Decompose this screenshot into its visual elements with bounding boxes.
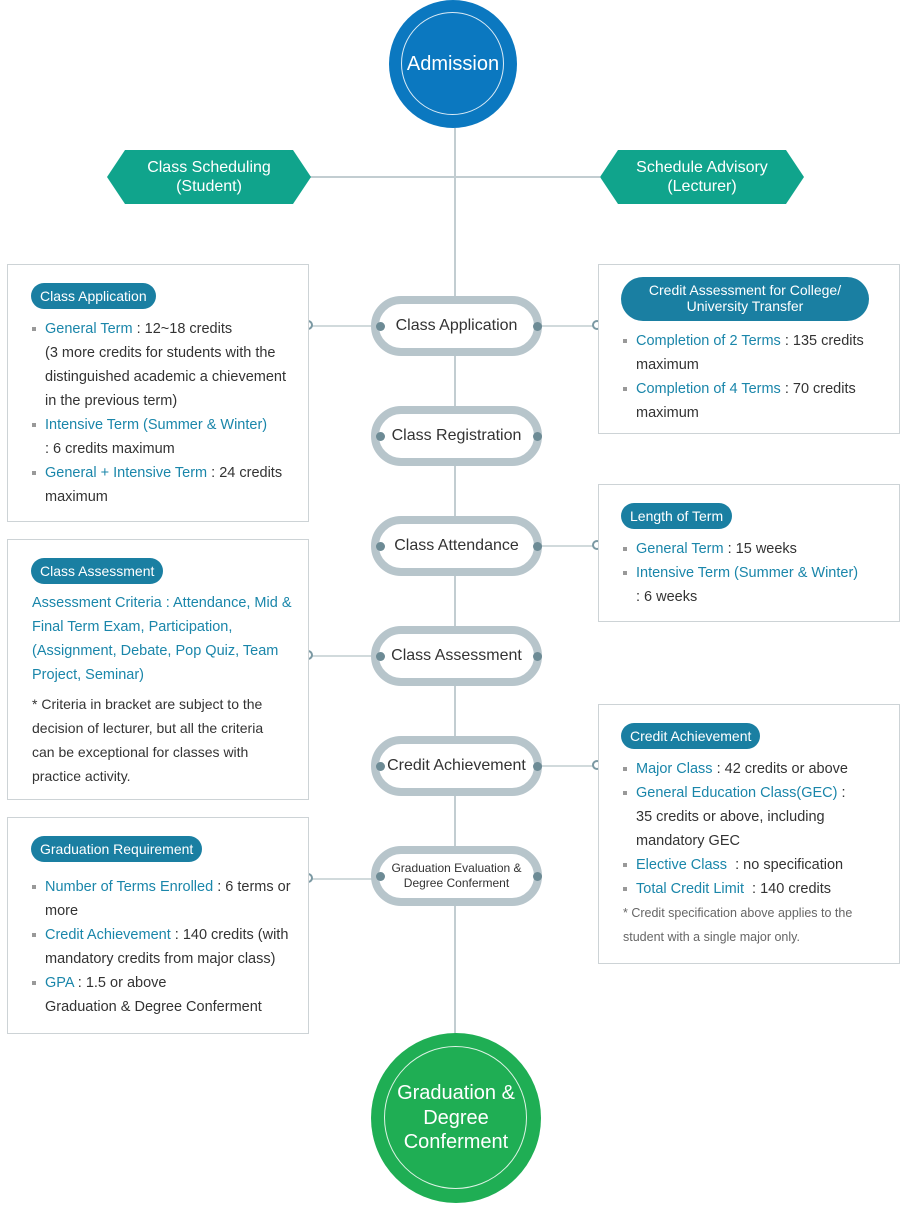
step-credit-achievement: Credit Achievement <box>371 736 542 796</box>
length-of-term-box: Length of Term General Term : 15 weeks I… <box>598 484 900 622</box>
step-class-attendance: Class Attendance <box>371 516 542 576</box>
item-text: : no specification <box>727 857 844 873</box>
item-text: : 6 weeks <box>636 589 698 605</box>
item-label: General + Intensive Term <box>45 465 208 481</box>
class-application-content: General Term : 12~18 credits (3 more cre… <box>32 317 294 509</box>
item-label: Intensive Term (Summer & Winter) <box>45 417 268 433</box>
step-label: Class Application <box>395 317 518 334</box>
schedule-advisory-hexagon: Schedule Advisory (Lecturer) <box>600 150 804 204</box>
graduation-inner-ring <box>384 1046 527 1189</box>
list-item: Elective Class : no specification <box>623 853 885 877</box>
list-item: Total Credit Limit : 140 credits <box>623 877 885 901</box>
list-item: General + Intensive Term : 24 credits ma… <box>32 461 294 509</box>
graduation-requirement-content: Number of Terms Enrolled : 6 terms or mo… <box>32 875 294 1019</box>
list-item: Intensive Term (Summer & Winter) : 6 wee… <box>623 561 885 609</box>
connector-dot <box>376 652 385 661</box>
connector-dot <box>376 432 385 441</box>
class-assessment-tag: Class Assessment <box>31 558 164 584</box>
admission-label: Admission <box>406 52 500 75</box>
list-item: Completion of 4 Terms : 70 credits maxim… <box>623 377 885 425</box>
graduation-requirement-box: Graduation Requirement Number of Terms E… <box>7 817 309 1034</box>
item-text: : 6 terms or more <box>45 879 291 919</box>
item-label: GPA <box>45 975 74 991</box>
item-label: Credit Achievement <box>45 927 171 943</box>
item-label: General Term <box>45 321 133 337</box>
list-item: Major Class : 42 credits or above <box>623 757 885 781</box>
connector-dot <box>376 322 385 331</box>
item-text: : 70 credits maximum <box>636 381 856 421</box>
step-label: Class Attendance <box>394 537 519 554</box>
list-item: GPA : 1.5 or above Graduation & Degree C… <box>32 971 294 1019</box>
connector-dot <box>533 872 542 881</box>
item-text: : 135 credits maximum <box>636 333 864 373</box>
class-scheduling-hexagon: Class Scheduling (Student) <box>107 150 311 204</box>
length-of-term-tag: Length of Term <box>621 503 733 529</box>
connector-dot <box>533 762 542 771</box>
connector-dot <box>533 542 542 551</box>
credit-achievement-box: Credit Achievement Major Class : 42 cred… <box>598 704 900 964</box>
item-text: : 1.5 or above Graduation & Degree Confe… <box>45 975 262 1015</box>
item-label: General Education Class(GEC) <box>636 785 838 801</box>
item-label: Intensive Term (Summer & Winter) <box>636 565 859 581</box>
list-item: General Education Class(GEC) : 35 credit… <box>623 781 885 853</box>
connector-dot <box>533 652 542 661</box>
assessment-criteria-text: Assessment Criteria : Attendance, Mid & … <box>32 595 292 683</box>
credit-transfer-tag: Credit Assessment for College/ Universit… <box>621 277 869 321</box>
step-label: Class Assessment <box>391 647 522 664</box>
item-text: : 42 credits or above <box>712 761 848 777</box>
item-text: : 140 credits (with mandatory credits fr… <box>45 927 289 967</box>
class-application-box: Class Application General Term : 12~18 c… <box>7 264 309 522</box>
item-text: : 140 credits <box>743 881 832 897</box>
schedule-advisory-label: Schedule Advisory (Lecturer) <box>636 158 768 195</box>
credit-transfer-box: Credit Assessment for College/ Universit… <box>598 264 900 434</box>
item-label: Completion of 4 Terms <box>636 381 781 397</box>
item-text: : 15 weeks <box>723 541 797 557</box>
credit-achievement-tag: Credit Achievement <box>621 723 761 749</box>
class-application-tag: Class Application <box>31 283 156 309</box>
connector-dot <box>376 762 385 771</box>
item-label: Total Credit Limit <box>636 881 744 897</box>
connector-dot <box>376 542 385 551</box>
admission-inner-ring <box>401 12 504 115</box>
item-text: : 35 credits or above, including mandato… <box>636 785 846 849</box>
connector-dot <box>533 322 542 331</box>
item-label: General Term <box>636 541 724 557</box>
list-item: General Term : 15 weeks <box>623 537 885 561</box>
item-label: Completion of 2 Terms <box>636 333 781 349</box>
item-text: : 6 credits maximum <box>45 441 175 457</box>
credit-achievement-note: * Credit specification above applies to … <box>623 906 853 944</box>
step-class-registration: Class Registration <box>371 406 542 466</box>
credit-achievement-content: Major Class : 42 credits or above Genera… <box>623 757 885 949</box>
connector-dot <box>533 432 542 441</box>
class-scheduling-label: Class Scheduling (Student) <box>147 158 271 195</box>
item-label: Major Class <box>636 761 713 777</box>
graduation-node: Graduation & Degree Conferment <box>371 1033 541 1203</box>
list-item: Completion of 2 Terms : 135 credits maxi… <box>623 329 885 377</box>
length-of-term-content: General Term : 15 weeks Intensive Term (… <box>623 537 885 609</box>
admission-node: Admission <box>389 0 517 128</box>
step-class-assessment: Class Assessment <box>371 626 542 686</box>
item-text: : 12~18 credits (3 more credits for stud… <box>45 321 286 409</box>
graduation-requirement-tag: Graduation Requirement <box>31 836 203 862</box>
item-text: : 24 credits maximum <box>45 465 283 505</box>
list-item: Intensive Term (Summer & Winter) : 6 cre… <box>32 413 294 461</box>
step-label: Graduation Evaluation & Degree Confermen… <box>391 861 522 890</box>
credit-transfer-content: Completion of 2 Terms : 135 credits maxi… <box>623 329 885 425</box>
graduation-label: Graduation & Degree Conferment <box>397 1082 515 1154</box>
step-label: Credit Achievement <box>387 757 526 774</box>
connector-dot <box>376 872 385 881</box>
list-item: Credit Achievement : 140 credits (with m… <box>32 923 294 971</box>
list-item: General Term : 12~18 credits (3 more cre… <box>32 317 294 413</box>
assessment-criteria-note: * Criteria in bracket are subject to the… <box>32 696 264 784</box>
step-label: Class Registration <box>391 427 522 444</box>
item-label: Elective Class <box>636 857 728 873</box>
item-label: Number of Terms Enrolled <box>45 879 214 895</box>
step-graduation-evaluation: Graduation Evaluation & Degree Confermen… <box>371 846 542 906</box>
list-item: Number of Terms Enrolled : 6 terms or mo… <box>32 875 294 923</box>
step-class-application: Class Application <box>371 296 542 356</box>
class-assessment-box: Class Assessment Assessment Criteria : A… <box>7 539 309 800</box>
